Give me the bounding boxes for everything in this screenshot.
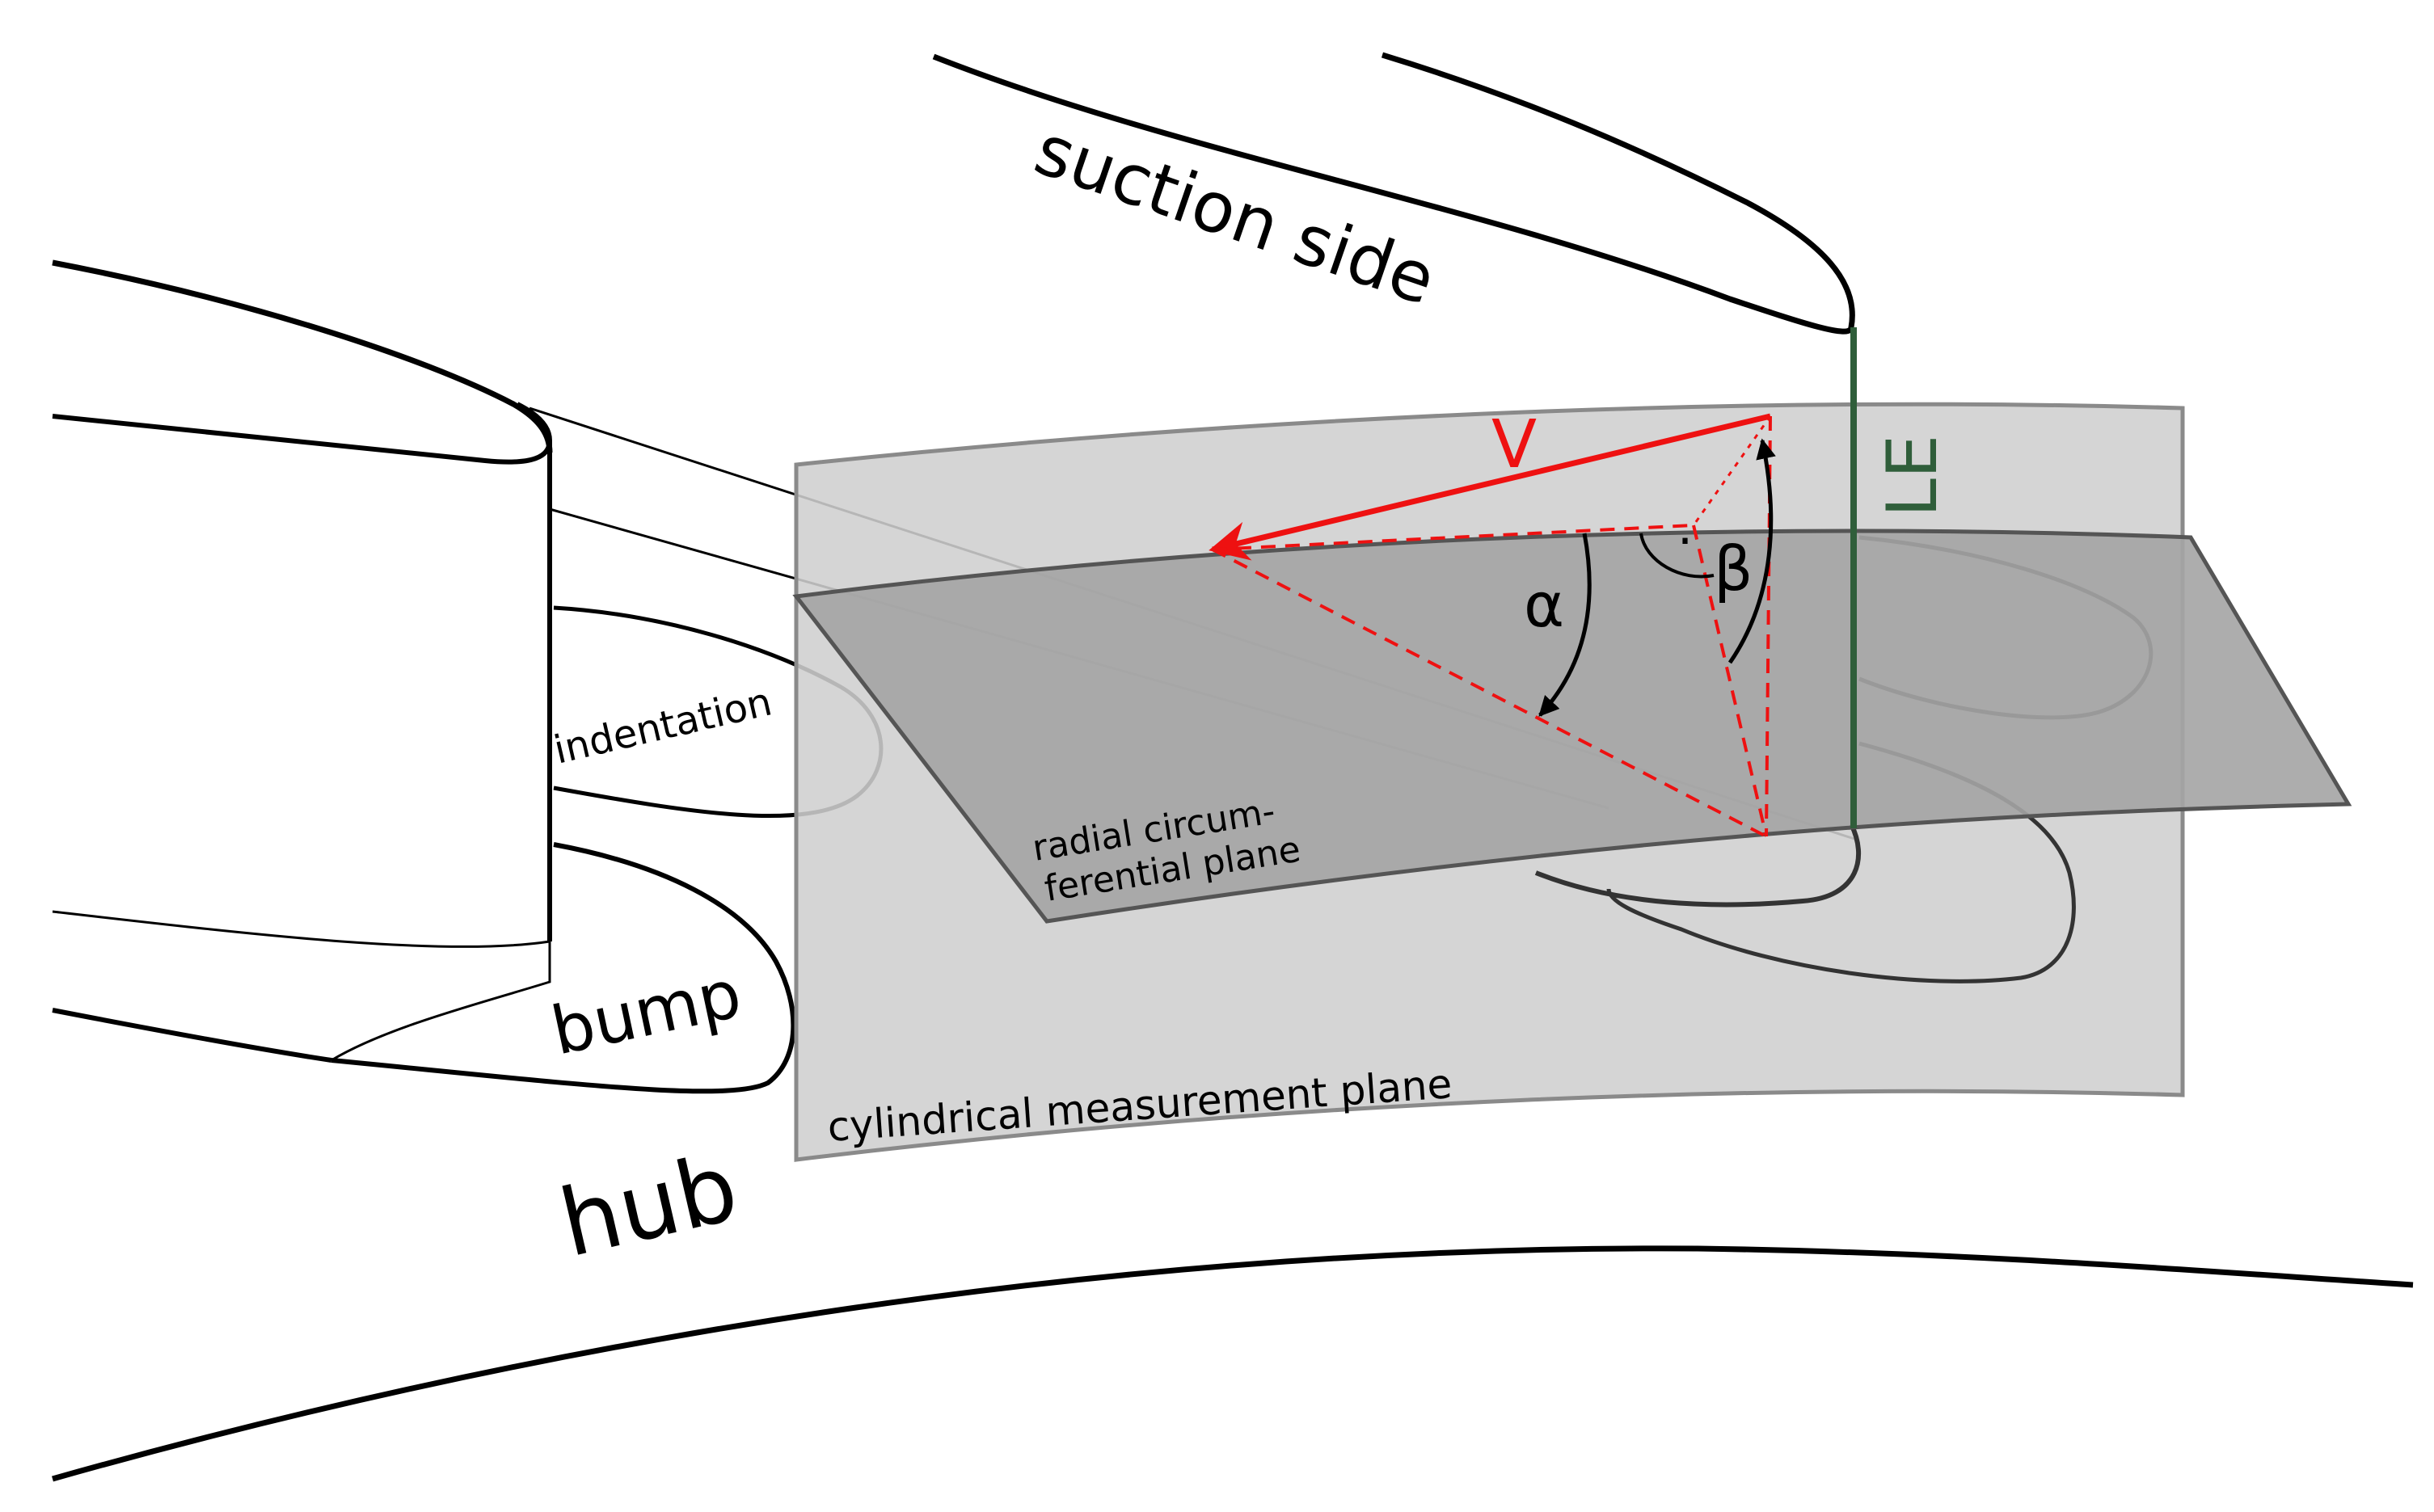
right-angle-dot: · bbox=[1677, 513, 1693, 570]
left-blade-lower-outline bbox=[52, 1008, 332, 1063]
indentation-label: indentation bbox=[550, 679, 776, 773]
projection-dashed-1 bbox=[1212, 524, 1694, 551]
left-blade-upper-surface bbox=[52, 402, 553, 465]
hidden-le-foot bbox=[1534, 823, 1862, 908]
suction-side-label: suction side bbox=[1025, 109, 1445, 321]
hub-line bbox=[52, 1245, 2414, 1482]
alpha-label: α bbox=[1524, 569, 1564, 641]
bump-label: bump bbox=[545, 956, 748, 1071]
hub-label: hub bbox=[550, 1134, 747, 1279]
right-angle-arc bbox=[1639, 533, 1715, 579]
alpha-angle-arc bbox=[1538, 533, 1592, 717]
suction-side-blade-outline bbox=[932, 52, 1855, 335]
le-label: LE bbox=[1872, 435, 1953, 517]
left-blade-top-outline bbox=[52, 259, 553, 453]
velocity-vector-arrow bbox=[1209, 413, 1771, 561]
projection-dashed-4 bbox=[1765, 415, 1772, 837]
radial-circumferential-plane bbox=[792, 529, 2352, 924]
bump-outline bbox=[331, 842, 796, 1094]
bump-inner-line bbox=[52, 910, 551, 1062]
beta-angle-arc bbox=[1727, 438, 1776, 664]
v-label: V bbox=[1491, 406, 1537, 483]
beta-label: β bbox=[1714, 533, 1753, 604]
projection-dashed-2 bbox=[1212, 548, 1767, 838]
